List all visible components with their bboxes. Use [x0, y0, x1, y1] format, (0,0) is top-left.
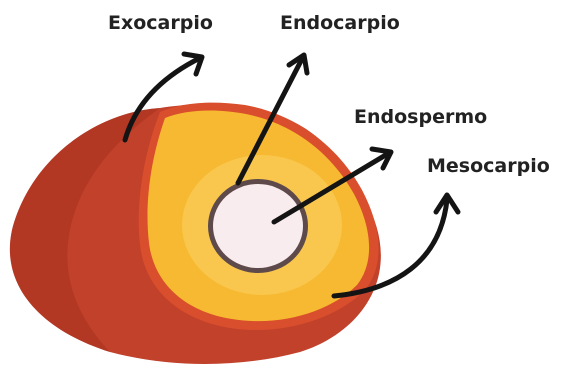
- label-endospermo: Endospermo: [354, 108, 487, 127]
- label-mesocarpio: Mesocarpio: [427, 157, 550, 176]
- label-exocarpio: Exocarpio: [108, 14, 213, 33]
- label-endocarpio: Endocarpio: [280, 14, 400, 33]
- endosperm-shape: [213, 184, 303, 268]
